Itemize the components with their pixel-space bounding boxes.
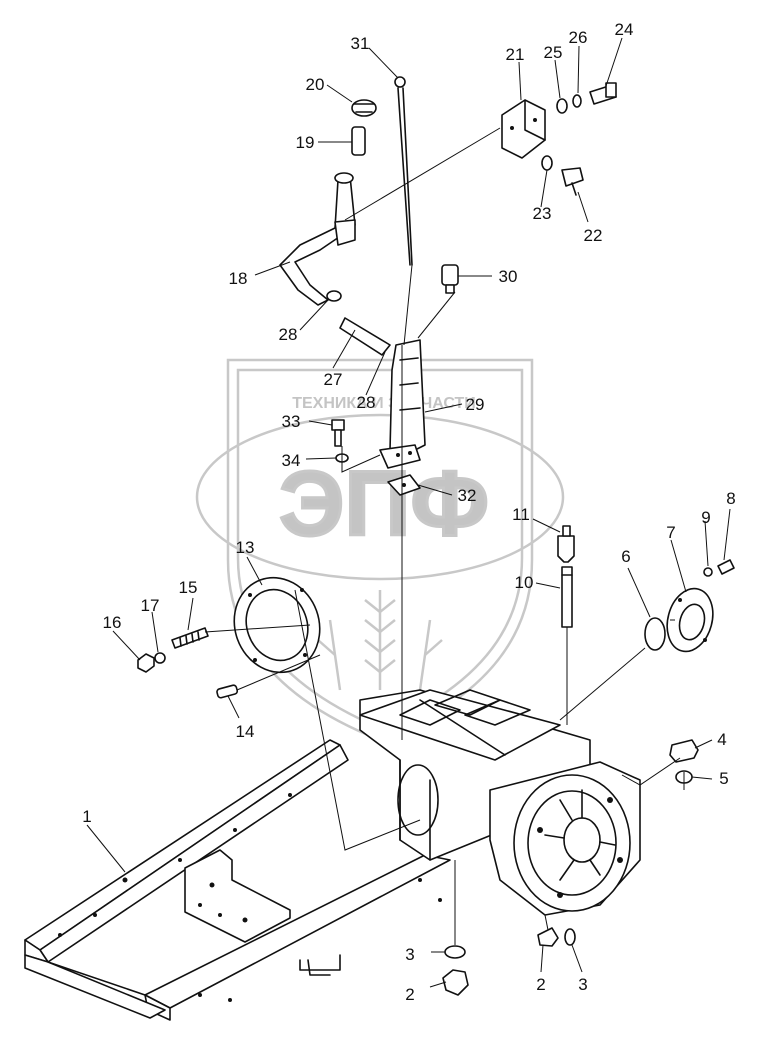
part-21-bracket [501,99,546,159]
part-8-bolt [717,559,735,575]
part-3-o-ring-left [444,945,466,959]
part-24-bolt [589,82,617,105]
watermark-oval [195,413,565,581]
callout-9: 9 [701,508,710,527]
callout-28-lower: 28 [357,393,376,412]
part-2-plug-right [537,927,559,947]
callout-3-right: 3 [578,975,587,994]
callout-14: 14 [236,722,255,741]
part-3-o-ring-right [564,928,576,946]
callout-21: 21 [506,45,525,64]
part-11-breather [557,525,575,563]
callout-2-right: 2 [536,975,545,994]
part-16-nut [137,653,155,673]
callout-32: 32 [458,486,477,505]
watermark: ТЕХНИКА И ЗАПЧАСТИ ЭПФ [195,358,565,742]
part-27-hose [339,317,391,356]
callout-19: 19 [296,133,315,152]
part-15-stud [171,627,209,649]
callout-labels: 1 2 2 3 3 4 5 6 7 8 9 10 11 13 14 15 16 … [82,20,735,1004]
part-14-pin [216,684,239,699]
callout-17: 17 [141,596,160,615]
part-33-bolt [331,419,345,447]
part-32-gasket [387,474,421,496]
callout-13: 13 [236,538,255,557]
part-17-washer [154,652,166,664]
part-31-dipstick [394,76,413,266]
part-2-plug-left [442,969,469,996]
part-25-washer [556,98,568,114]
watermark-wheat-icon [317,590,443,691]
callout-16: 16 [103,613,122,632]
callout-28-upper: 28 [279,325,298,344]
callout-30: 30 [499,267,518,286]
callout-4: 4 [717,730,726,749]
callout-1: 1 [82,807,91,826]
callout-24: 24 [615,20,634,39]
callout-29: 29 [466,395,485,414]
leader-lines [86,37,731,988]
part-26-lockwasher [572,94,582,108]
callout-26: 26 [569,28,588,47]
part-22-bolt [561,167,584,196]
callout-25: 25 [544,43,563,62]
part-18-filler-tube [279,172,356,306]
part-20-cap [351,99,377,117]
callout-18: 18 [229,269,248,288]
callout-6: 6 [621,547,630,566]
part-10-pipe [561,566,573,628]
callout-15: 15 [179,578,198,597]
callout-23: 23 [533,204,552,223]
part-9-washer [703,567,713,577]
part-19-insert [351,126,366,156]
callout-2-left: 2 [405,985,414,1004]
callout-7: 7 [666,523,675,542]
callout-33: 33 [282,412,301,431]
callout-10: 10 [515,573,534,592]
callout-20: 20 [306,75,325,94]
callout-11: 11 [512,505,530,524]
part-30-sensor [441,264,459,294]
part-4-plug [669,739,699,763]
callout-27: 27 [324,370,343,389]
part-7-cover [666,587,714,653]
callout-31: 31 [351,34,370,53]
callout-5: 5 [719,769,728,788]
main-frame-body [24,689,641,1021]
callout-22: 22 [584,226,603,245]
part-6-o-ring [644,617,666,651]
part-23-washer [541,155,553,171]
part-28-clamp [326,290,342,302]
part-13-gasket [233,576,321,674]
part-29-housing [379,339,426,469]
callout-3-left: 3 [405,945,414,964]
watermark-logo-text: ЭПФ [279,453,489,555]
watermark-company-text: ТЕХНИКА И ЗАПЧАСТИ [292,395,476,412]
callout-34: 34 [282,451,301,470]
callout-8: 8 [726,489,735,508]
